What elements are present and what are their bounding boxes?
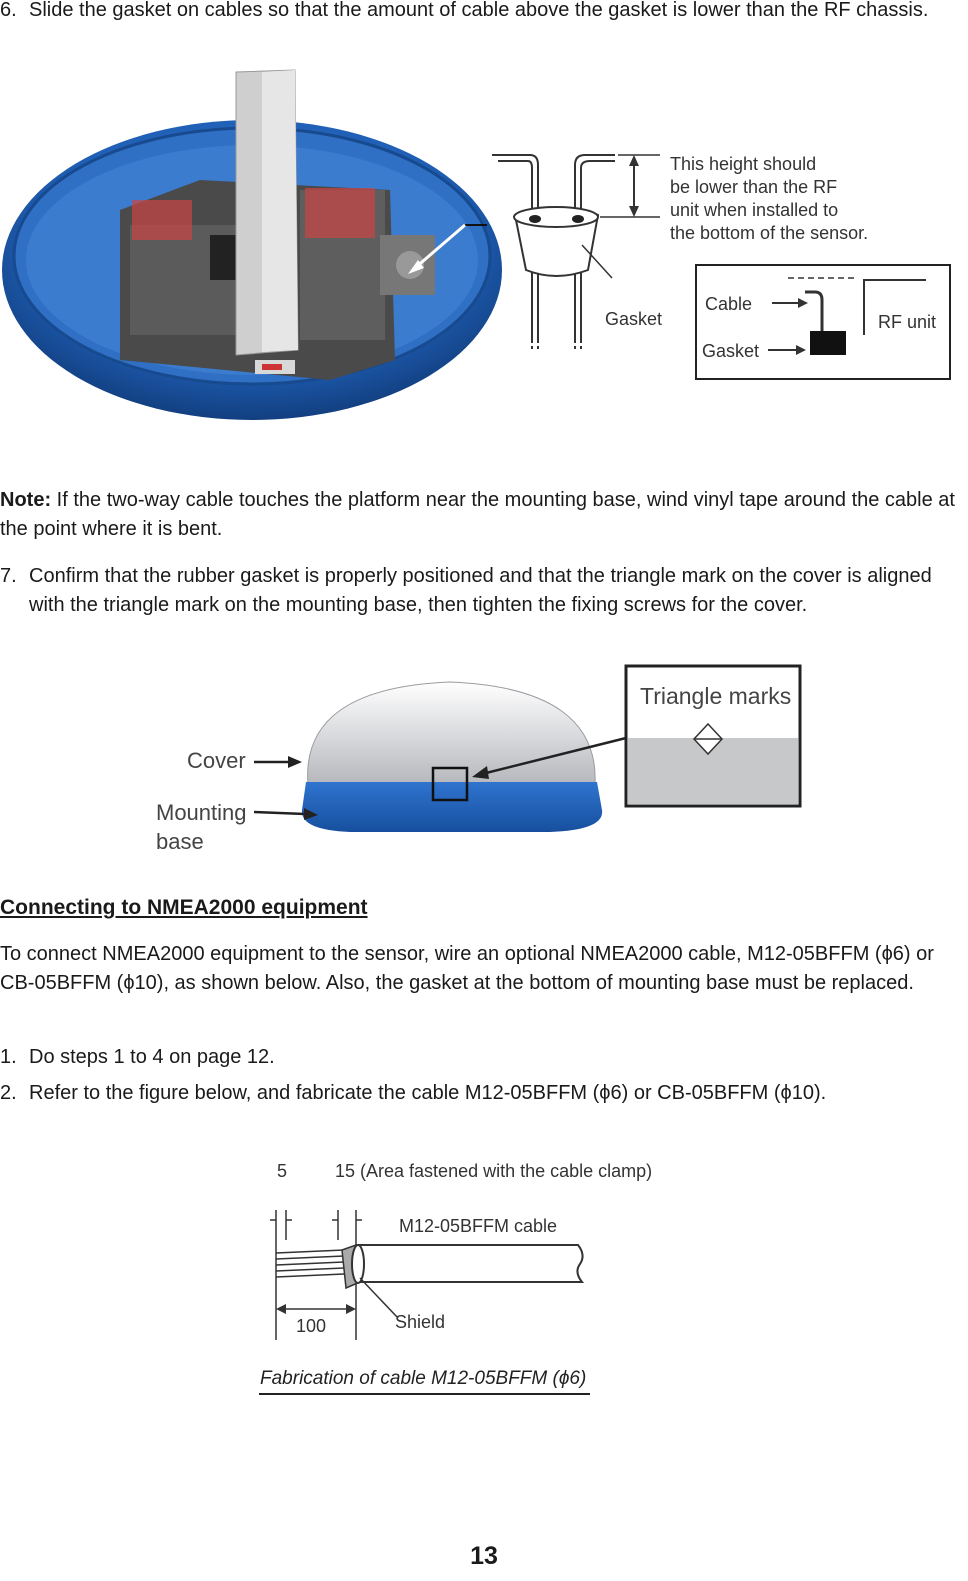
mounting-base-label: Mounting base (156, 798, 247, 856)
inset-gasket-label: Gasket (702, 341, 760, 361)
inset-cable-label: Cable (705, 294, 753, 314)
mounting-base-label-line: base (156, 829, 204, 854)
height-note-line: unit when installed to (670, 200, 839, 220)
gasket-cables (492, 154, 615, 350)
gasket-figure (2, 69, 951, 420)
dim-100-label: 100 (296, 1316, 327, 1336)
inset-gasket-block (810, 331, 846, 355)
cover-label: Cover (187, 748, 246, 773)
cable-body (357, 1244, 585, 1283)
step-text: Slide the gasket on cables so that the a… (29, 0, 929, 21)
height-note: This height should be lower than the RF … (670, 153, 868, 245)
step-number: 6. (0, 0, 17, 21)
inset-rf-unit-label: RF unit (878, 312, 937, 332)
step-text: Confirm that the rubber gasket is proper… (29, 565, 932, 616)
step-text: Refer to the figure below, and fabricate… (29, 1082, 827, 1104)
height-note-line: be lower than the RF (670, 177, 838, 197)
cable-name-label: M12-05BFFM cable (399, 1216, 558, 1236)
dim-15-label: 15 (Area fastened with the cable clamp) (335, 1161, 653, 1181)
radome-figure (253, 664, 802, 832)
note: Note: If the two-way cable touches the p… (0, 486, 968, 544)
height-note-line: This height should (670, 154, 817, 174)
triangle-marks-label: Triangle marks (640, 683, 792, 709)
step-number: 7. (0, 565, 17, 587)
section-heading: Connecting to NMEA2000 equipment (0, 896, 368, 919)
mounting-base (301, 782, 603, 832)
cable-fabrication-figure (270, 1210, 585, 1340)
gasket-label: Gasket (605, 309, 663, 329)
mounting-base-label-line: Mounting (156, 800, 247, 825)
step-number: 2. (0, 1082, 17, 1104)
shield-label: Shield (395, 1312, 446, 1332)
section-intro: To connect NMEA2000 equipment to the sen… (0, 943, 934, 994)
figure-caption: Fabrication of cable M12-05BFFM (ϕ6) (259, 1368, 591, 1395)
height-note-line: the bottom of the sensor. (670, 223, 869, 243)
note-label: Note: (0, 489, 52, 511)
radome-cover (307, 681, 596, 786)
note-text: If the two-way cable touches the platfor… (0, 489, 955, 540)
dim-5-label: 5 (277, 1161, 288, 1181)
mark-highlight-box (431, 766, 469, 802)
page-number: 13 (470, 1542, 498, 1570)
step-number: 1. (0, 1046, 17, 1068)
cable-wires (275, 1249, 345, 1278)
step-text: Do steps 1 to 4 on page 12. (29, 1046, 275, 1068)
